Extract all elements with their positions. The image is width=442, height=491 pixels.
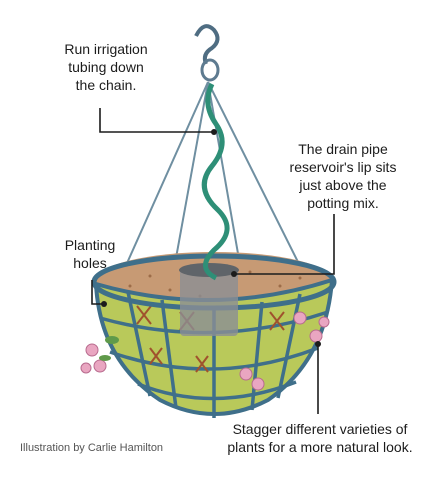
hook-ring	[200, 58, 220, 82]
planting-holes-callout: Planting holes	[64, 237, 116, 271]
flowers-right	[239, 311, 330, 391]
callout-dots	[101, 129, 321, 347]
drain-reservoir	[180, 268, 238, 336]
stagger-callout: Stagger different varieties of plants fo…	[227, 421, 413, 455]
callout-leader-lines	[91, 108, 335, 414]
irrigation-callout: Run irrigation tubing down the chain.	[64, 41, 148, 93]
planting-hole-marks	[136, 305, 285, 373]
foliage-left	[99, 336, 119, 361]
support-chains	[114, 81, 309, 291]
illustration-credit: Illustration by Carlie Hamilton	[20, 442, 164, 454]
irrigation-tubing	[201, 82, 230, 281]
flowers-left	[80, 343, 107, 374]
drain-pipe-callout: The drain pipe reservoir's lip sits just…	[289, 141, 397, 211]
hanging-hook	[194, 24, 220, 65]
